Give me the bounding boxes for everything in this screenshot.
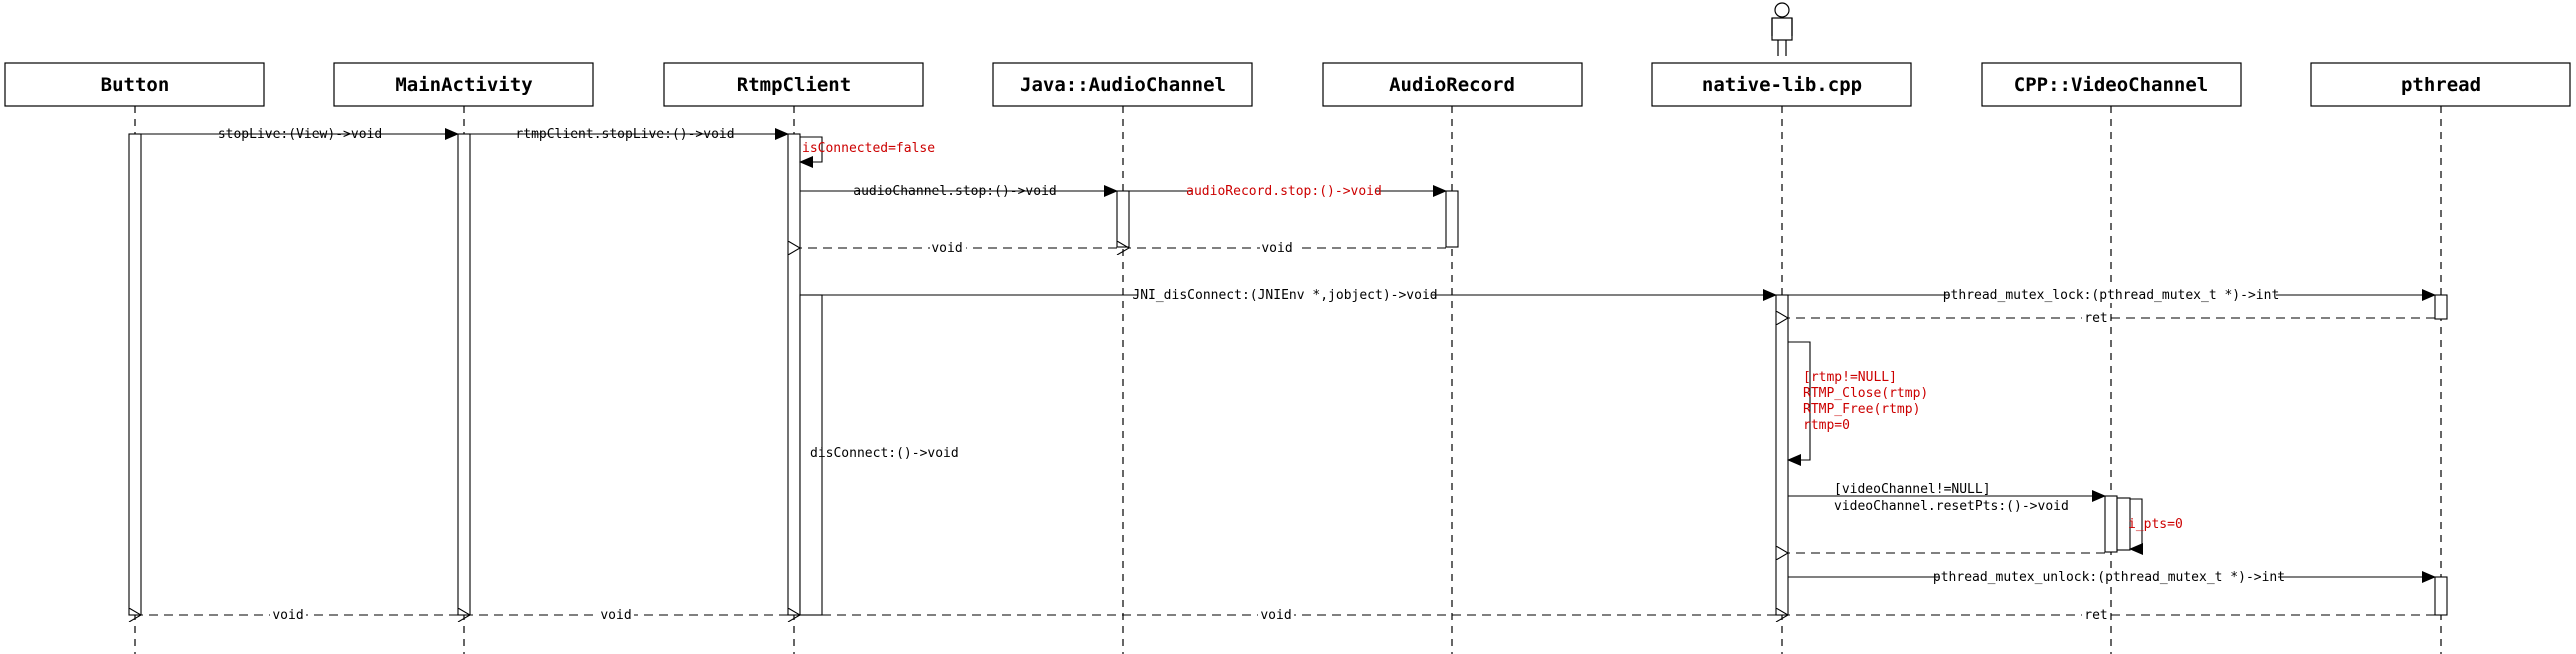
message-mutex-lock[interactable]: pthread_mutex_lock:(pthread_mutex_t *)->… xyxy=(1788,287,2436,303)
participant-pthread[interactable]: pthread xyxy=(2310,62,2571,107)
message-videochannel-resetpts[interactable]: [videoChannel!=NULL] videoChannel.resetP… xyxy=(1788,482,2106,514)
participant-label: CPP::VideoChannel xyxy=(2014,74,2208,96)
message-return-void-rtmpclient[interactable]: void xyxy=(470,607,788,623)
participant-button[interactable]: Button xyxy=(4,62,265,107)
participant-label: Java::AudioChannel xyxy=(1020,74,1226,96)
activation-videochannel xyxy=(2104,495,2118,553)
participant-label: AudioRecord xyxy=(1389,74,1515,96)
message-label: stopLive:(View)->void xyxy=(218,127,382,142)
message-label: void xyxy=(931,241,962,256)
message-audiorecord-stop[interactable]: audioRecord.stop:()->void xyxy=(1129,182,1447,199)
participant-label: native-lib.cpp xyxy=(1702,74,1862,96)
message-label-line: rtmp=0 xyxy=(1803,418,1850,433)
message-label: pthread_mutex_unlock:(pthread_mutex_t *)… xyxy=(1933,570,2285,585)
messages: stopLive:(View)->void rtmpClient.stopLiv… xyxy=(141,127,2436,623)
message-label-line: RTMP_Close(rtmp) xyxy=(1803,386,1928,401)
participants: Button MainActivity RtmpClient Java::Aud… xyxy=(4,62,2571,107)
message-return-void-nativelib[interactable]: void xyxy=(800,607,1776,623)
message-label: ret xyxy=(2084,608,2107,623)
message-label-line: [rtmp!=NULL] RTMP_Close(rtmp) RTMP_Free(… xyxy=(1803,370,1936,433)
message-label: void xyxy=(600,608,631,623)
message-label: void xyxy=(1261,241,1292,256)
message-rtmpclient-stoplive[interactable]: rtmpClient.stopLive:()->void xyxy=(470,127,789,142)
activation-nativelib xyxy=(1775,294,1789,616)
message-return-void-audiorecord[interactable]: void xyxy=(1129,240,1446,256)
message-ipts-self[interactable]: i_pts=0 xyxy=(2128,498,2183,555)
activation-videochannel-self xyxy=(2116,497,2131,551)
actor-icon xyxy=(1771,2,1793,56)
message-label-line: [videoChannel!=NULL] videoChannel.resetP… xyxy=(1834,482,2069,514)
activation-audiochannel xyxy=(1116,190,1130,248)
message-jni-disconnect[interactable]: JNI_disConnect:(JNIEnv *,jobject)->void xyxy=(800,287,1777,303)
participant-rtmpclient[interactable]: RtmpClient xyxy=(663,62,924,107)
message-label: i_pts=0 xyxy=(2128,517,2183,532)
message-label-line: RTMP_Free(rtmp) xyxy=(1803,402,1920,417)
message-label: void xyxy=(272,608,303,623)
message-label: rtmpClient.stopLive:()->void xyxy=(515,127,734,142)
activation-pthread-lock xyxy=(2434,294,2448,320)
participant-label: MainActivity xyxy=(395,74,532,96)
participant-audiorecord[interactable]: AudioRecord xyxy=(1322,62,1583,107)
activation-button xyxy=(128,133,142,616)
message-audiochannel-stop[interactable]: audioChannel.stop:()->void xyxy=(800,184,1118,199)
activation-pthread-unlock xyxy=(2434,576,2448,616)
message-label-line: [rtmp!=NULL] xyxy=(1803,370,1897,385)
participant-videochannel[interactable]: CPP::VideoChannel xyxy=(1981,62,2242,107)
activations xyxy=(128,133,2448,616)
message-label: void xyxy=(1260,608,1291,623)
message-label: JNI_disConnect:(JNIEnv *,jobject)->void xyxy=(1132,288,1437,303)
participant-label: RtmpClient xyxy=(737,74,851,96)
message-return-void-mainactivity[interactable]: void xyxy=(141,607,458,623)
message-stoplive[interactable]: stopLive:(View)->void xyxy=(141,127,459,142)
participant-mainactivity[interactable]: MainActivity xyxy=(333,62,594,107)
message-rtmp-close-self[interactable]: [rtmp!=NULL] RTMP_Close(rtmp) RTMP_Free(… xyxy=(1787,341,1936,466)
message-isconnected-self[interactable]: isConnected=false xyxy=(799,136,935,168)
message-label-line: [videoChannel!=NULL] xyxy=(1834,482,1991,497)
message-return-void-audiochannel[interactable]: void xyxy=(800,240,1117,256)
fragment-label-disconnect: disConnect:()->void xyxy=(810,446,959,461)
message-label: pthread_mutex_lock:(pthread_mutex_t *)->… xyxy=(1943,288,2280,303)
activation-audiorecord xyxy=(1445,190,1459,248)
participant-audiochannel[interactable]: Java::AudioChannel xyxy=(992,62,1253,107)
message-label: audioChannel.stop:()->void xyxy=(853,184,1057,199)
message-mutex-unlock[interactable]: pthread_mutex_unlock:(pthread_mutex_t *)… xyxy=(1788,569,2436,585)
message-label: ret xyxy=(2084,311,2107,326)
message-label-line: videoChannel.resetPts:()->void xyxy=(1834,499,2069,514)
activation-rtmpclient xyxy=(787,133,801,616)
message-label: isConnected=false xyxy=(802,141,935,156)
message-return-ret-lock[interactable]: ret xyxy=(1788,310,2435,326)
participant-label: pthread xyxy=(2401,74,2481,96)
message-label: audioRecord.stop:()->void xyxy=(1186,184,1382,199)
message-return-ret-unlock[interactable]: ret xyxy=(1788,607,2435,623)
participant-nativelib[interactable]: native-lib.cpp xyxy=(1651,62,1912,107)
activation-mainactivity xyxy=(457,133,471,616)
participant-label: Button xyxy=(101,74,170,96)
